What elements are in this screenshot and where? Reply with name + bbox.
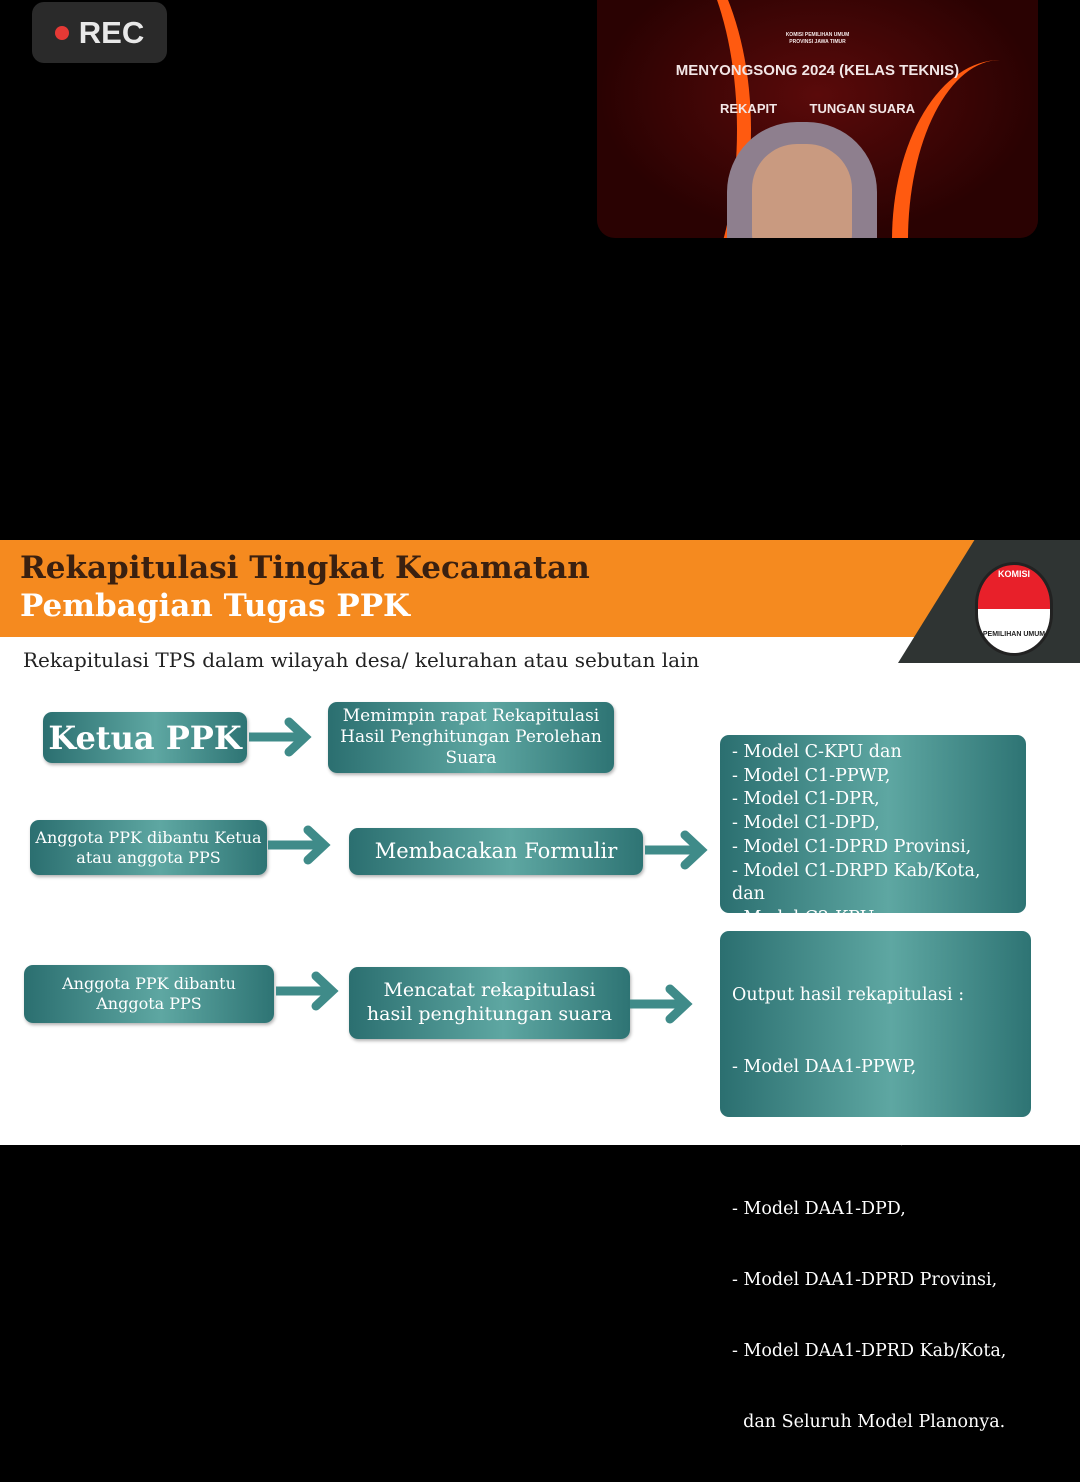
output-list: Output hasil rekapitulasi : - Model DAA1… — [720, 931, 1031, 1432]
form-item: - Model C1-DPD, — [732, 813, 880, 834]
logo-text-bottom: PEMILIHAN UMUM — [982, 631, 1046, 638]
actor-anggota-2: Anggota PPK dibantu Anggota PPS — [24, 965, 274, 1023]
rec-label: REC — [78, 14, 145, 50]
record-dot-icon — [54, 25, 69, 40]
actor-anggota-1: Anggota PPK dibantu Ketua atau anggota P… — [30, 820, 267, 875]
recording-indicator[interactable]: REC — [32, 2, 167, 63]
form-item: - Model C1-PPWP, — [732, 765, 891, 786]
output-item: - Model DAA1-DPR, — [732, 1127, 906, 1148]
form-item: - Model C1-DPR, — [732, 789, 880, 810]
output-item: - Model DAA1-DPRD Provinsi, — [732, 1269, 998, 1290]
speaker-video[interactable]: KOMISI PEMILIHAN UMUM PROVINSI JAWA TIMU… — [597, 0, 1038, 238]
decorative-swoosh — [892, 60, 1038, 238]
presentation-slide: KOMISI PEMILIHAN UMUM Rekapitulasi Tingk… — [0, 540, 1080, 1432]
actor-ketua-ppk: Ketua PPK — [43, 712, 247, 763]
arrow-right-icon — [249, 717, 312, 757]
output-item: - Model DAA1-DPD, — [732, 1198, 906, 1219]
arrow-right-icon — [630, 984, 693, 1024]
form-item: - Model C1-DRPD Kab/Kota, dan — [732, 860, 981, 905]
slide-subtitle: Pembagian Tugas PPK — [20, 588, 410, 624]
video-subtitle: REKAPIT TUNGAN SUARA — [719, 101, 915, 116]
output-item: - Model DAA1-PPWP, — [732, 1056, 917, 1077]
logo-text-top: KOMISI — [997, 569, 1030, 579]
speaker-face — [752, 144, 852, 238]
kpu-logo: KOMISI PEMILIHAN UMUM — [975, 562, 1053, 656]
header-banner — [0, 540, 980, 637]
output-item: dan Seluruh Model Planonya. — [732, 1412, 1006, 1433]
form-item: - Model C2-KPU — [732, 907, 875, 928]
task-mencatat: Mencatat rekapitulasi hasil penghitungan… — [349, 967, 630, 1039]
output-item: - Model DAA1-DPRD Kab/Kota, — [732, 1340, 1007, 1361]
slide-title: Rekapitulasi Tingkat Kecamatan — [20, 550, 590, 586]
task-membacakan: Membacakan Formulir — [349, 828, 643, 875]
form-item: - Model C1-DPRD Provinsi, — [732, 836, 972, 857]
arrow-right-icon — [276, 971, 339, 1011]
video-org-line1: KOMISI PEMILIHAN UMUM — [785, 32, 850, 38]
arrow-right-icon — [645, 830, 708, 870]
video-org-line2: PROVINSI JAWA TIMUR — [789, 39, 846, 45]
video-title: MENYONGSONG 2024 (KELAS TEKNIS) — [675, 62, 960, 79]
slide-intro: Rekapitulasi TPS dalam wilayah desa/ kel… — [23, 648, 700, 672]
output-heading: Output hasil rekapitulasi : — [732, 985, 965, 1006]
speaker-person — [727, 122, 877, 238]
arrow-right-icon — [268, 825, 331, 865]
forms-list: - Model C-KPU dan - Model C1-PPWP, - Mod… — [720, 735, 1026, 928]
form-item: - Model C-KPU dan — [732, 742, 902, 762]
task-memimpin: Memimpin rapat Rekapitulasi Hasil Penghi… — [328, 702, 614, 773]
